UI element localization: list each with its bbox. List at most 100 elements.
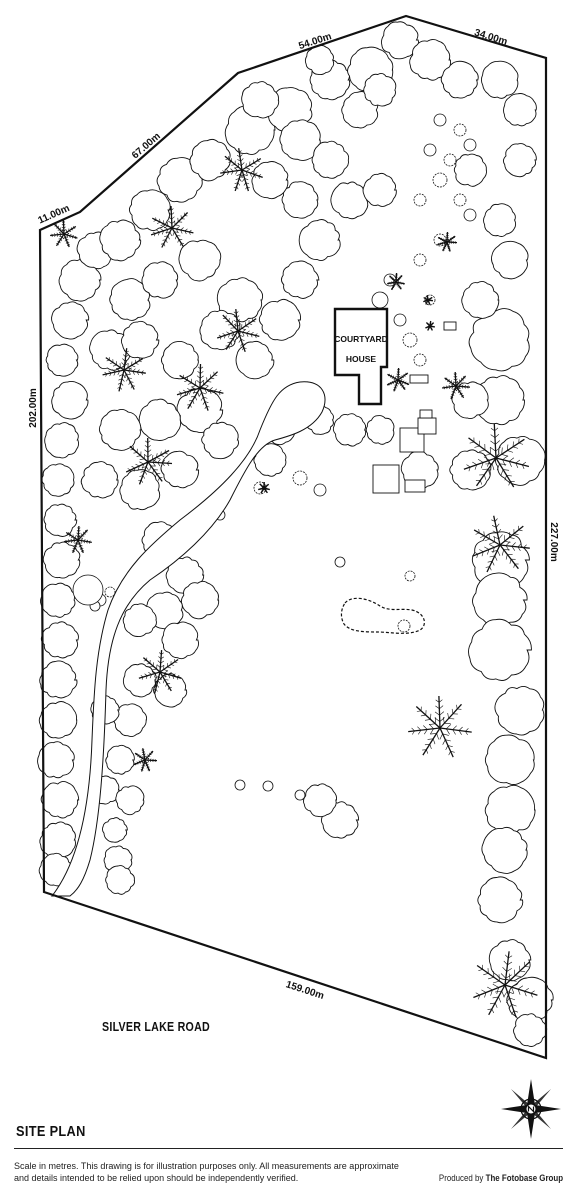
tree-canopy xyxy=(43,503,78,537)
property-boundary xyxy=(38,14,548,1060)
tree-canopy xyxy=(332,413,367,447)
tree-layer xyxy=(37,21,554,1047)
tree-canopy xyxy=(39,582,76,618)
shrub xyxy=(72,574,104,606)
page-title: SITE PLAN xyxy=(16,1123,86,1140)
palm-tree xyxy=(220,148,263,192)
tree-canopy xyxy=(180,580,220,620)
shrub xyxy=(413,353,427,367)
driveway xyxy=(50,381,326,897)
tree-canopy xyxy=(253,443,287,477)
tree-canopy xyxy=(311,140,350,179)
shrub xyxy=(371,291,389,309)
tree-canopy xyxy=(119,469,161,511)
tree-canopy xyxy=(381,21,419,60)
tree-canopy xyxy=(440,60,479,99)
palm-tree xyxy=(50,219,78,248)
palm-tree xyxy=(463,423,530,488)
palm-tree xyxy=(133,748,158,772)
courtyard-house-outline xyxy=(333,307,389,406)
tree-canopy xyxy=(251,161,289,200)
shrub xyxy=(262,780,274,792)
palm-tree xyxy=(386,367,410,392)
tree-canopy xyxy=(178,239,222,282)
tree-canopy xyxy=(122,663,157,698)
shrub xyxy=(423,143,437,157)
tree-canopy xyxy=(105,865,135,895)
tree-canopy xyxy=(477,876,524,924)
palm-tree xyxy=(176,363,224,411)
tree-canopy xyxy=(38,701,78,739)
tree-canopy xyxy=(80,461,119,499)
shrub xyxy=(433,113,447,127)
tree-canopy xyxy=(39,821,76,860)
tree-canopy xyxy=(99,219,142,262)
disclaimer-text: Scale in metres. This drawing is for ill… xyxy=(14,1161,399,1183)
tree-canopy xyxy=(304,44,335,76)
shrub xyxy=(393,313,407,327)
tree-canopy xyxy=(472,572,528,628)
palm-tree xyxy=(125,437,173,485)
tree-canopy xyxy=(481,826,528,874)
tree-canopy xyxy=(362,172,397,207)
palm-tree xyxy=(471,515,530,573)
tree-canopy xyxy=(491,240,529,280)
producer-credit-prefix: Produced by xyxy=(438,1173,486,1183)
shrub xyxy=(443,153,457,167)
palm-tree-layer xyxy=(50,148,538,1018)
tree-canopy xyxy=(101,817,128,843)
tree-canopy xyxy=(453,153,487,187)
dimension-label-upper-left: 67.00m xyxy=(130,131,163,162)
palm-tree xyxy=(150,205,194,248)
tree-canopy xyxy=(98,408,142,451)
tree-canopy xyxy=(281,181,319,219)
shrub xyxy=(463,138,477,152)
shrub xyxy=(404,570,416,582)
shrub xyxy=(453,123,467,137)
palm-tree xyxy=(138,650,182,694)
tree-canopy xyxy=(461,280,500,319)
tree-canopy xyxy=(109,278,151,321)
palm-tree xyxy=(437,231,458,252)
palm-tree xyxy=(442,371,470,400)
palm-tree xyxy=(216,309,260,353)
palm-tree xyxy=(425,320,436,331)
tree-canopy xyxy=(279,119,321,161)
tree-canopy xyxy=(216,277,264,323)
tree-canopy xyxy=(468,618,532,681)
tree-canopy xyxy=(303,783,338,818)
divider xyxy=(14,1148,563,1149)
tree-canopy xyxy=(122,603,157,638)
tree-canopy xyxy=(51,301,90,340)
shrub xyxy=(104,586,116,598)
palm-tree xyxy=(64,525,92,554)
shrub xyxy=(413,253,427,267)
tree-canopy xyxy=(483,203,517,237)
tree-canopy xyxy=(45,343,79,377)
tree-canopy xyxy=(494,685,545,736)
dimension-label-right: 227.00m xyxy=(548,522,559,562)
palm-tree xyxy=(102,348,146,392)
tree-canopy xyxy=(160,340,199,380)
tree-canopy xyxy=(363,73,397,107)
shrub xyxy=(234,779,246,791)
tree-canopy xyxy=(44,422,80,459)
tree-canopy xyxy=(513,1013,548,1047)
tree-canopy xyxy=(189,138,231,182)
shrub xyxy=(463,208,477,222)
shrub xyxy=(402,332,418,348)
shrub xyxy=(453,193,467,207)
outbuilding-group xyxy=(372,321,457,494)
building-label-line2: HOUSE xyxy=(346,354,377,364)
shrub xyxy=(334,556,346,568)
tree-canopy xyxy=(42,541,81,579)
shrub xyxy=(397,619,411,633)
dimension-label-top-right: 34.00m xyxy=(473,27,509,47)
tree-canopy xyxy=(484,784,536,835)
palm-tree xyxy=(258,481,270,494)
tree-canopy xyxy=(281,260,320,299)
shrub xyxy=(313,483,327,497)
compass-rose-icon xyxy=(501,1079,561,1139)
tree-canopy xyxy=(40,621,79,659)
tree-canopy xyxy=(89,329,132,371)
